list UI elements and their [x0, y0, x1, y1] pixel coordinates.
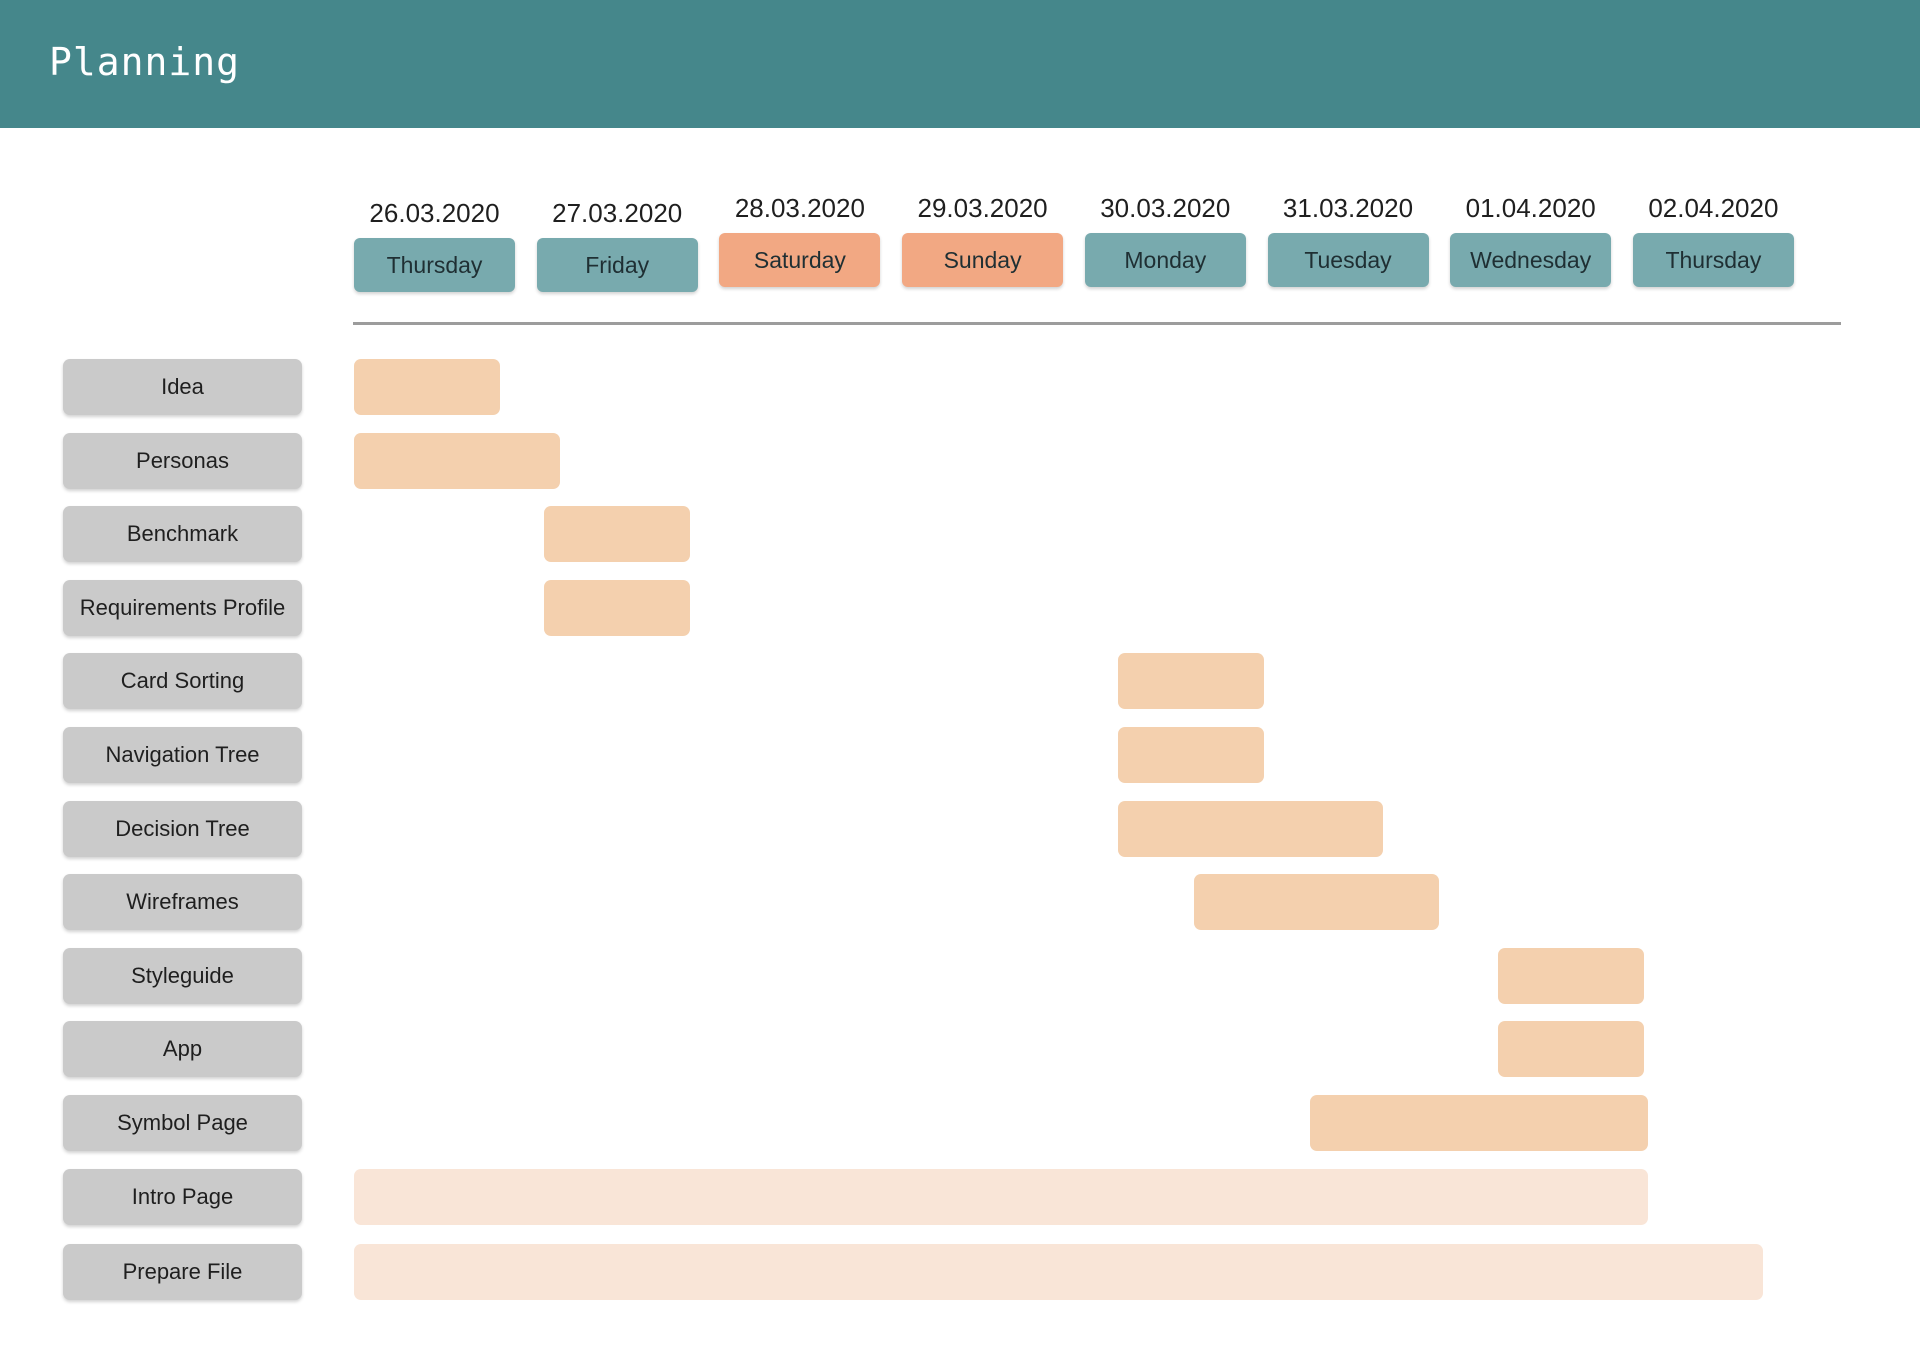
app-header: Planning [0, 0, 1920, 128]
task-label[interactable]: Navigation Tree [63, 727, 302, 783]
date-label: 01.04.2020 [1465, 193, 1596, 223]
date-label: 31.03.2020 [1282, 193, 1414, 223]
date-label: 27.03.2020 [552, 198, 683, 228]
task-bar[interactable] [354, 1244, 1763, 1300]
task-bar[interactable] [1118, 653, 1264, 709]
task-label[interactable]: Idea [63, 359, 302, 415]
task-bar[interactable] [354, 359, 500, 415]
task-bar[interactable] [1118, 727, 1264, 783]
task-label[interactable]: Benchmark [63, 506, 302, 562]
date-label: 28.03.2020 [734, 193, 865, 223]
page-title: Planning [49, 40, 241, 84]
day-pill-saturday: Saturday [719, 233, 881, 287]
day-pill-monday: Monday [1084, 233, 1246, 287]
task-bar[interactable] [544, 580, 690, 636]
task-bar[interactable] [354, 1169, 1648, 1225]
task-label[interactable]: Personas [63, 433, 302, 489]
task-label[interactable]: Prepare File [63, 1244, 302, 1300]
task-label[interactable]: Decision Tree [63, 801, 302, 857]
date-label: 30.03.2020 [1100, 193, 1231, 223]
task-label[interactable]: Symbol Page [63, 1095, 302, 1151]
task-bar[interactable] [544, 506, 690, 562]
task-label[interactable]: Styleguide [63, 948, 302, 1004]
day-pill-wednesday: Wednesday [1450, 233, 1612, 287]
timeline-divider [353, 322, 1841, 325]
date-label: 26.03.2020 [369, 198, 500, 228]
task-label[interactable]: Card Sorting [63, 653, 302, 709]
task-bar[interactable] [354, 433, 560, 489]
day-pill-thursday: Thursday [1632, 233, 1794, 287]
task-bar[interactable] [1498, 948, 1644, 1004]
date-label: 02.04.2020 [1648, 193, 1779, 223]
task-label[interactable]: Wireframes [63, 874, 302, 930]
day-pill-friday: Friday [536, 238, 698, 292]
day-pill-tuesday: Tuesday [1267, 233, 1429, 287]
day-pill-sunday: Sunday [902, 233, 1064, 287]
task-label[interactable]: Intro Page [63, 1169, 302, 1225]
task-bar[interactable] [1498, 1021, 1644, 1077]
date-label: 29.03.2020 [917, 193, 1048, 223]
task-label[interactable]: App [63, 1021, 302, 1077]
task-bar[interactable] [1194, 874, 1439, 930]
task-bar[interactable] [1118, 801, 1383, 857]
task-bar[interactable] [1310, 1095, 1648, 1151]
day-pill-thursday: Thursday [354, 238, 515, 292]
task-label[interactable]: Requirements Profile [63, 580, 302, 636]
